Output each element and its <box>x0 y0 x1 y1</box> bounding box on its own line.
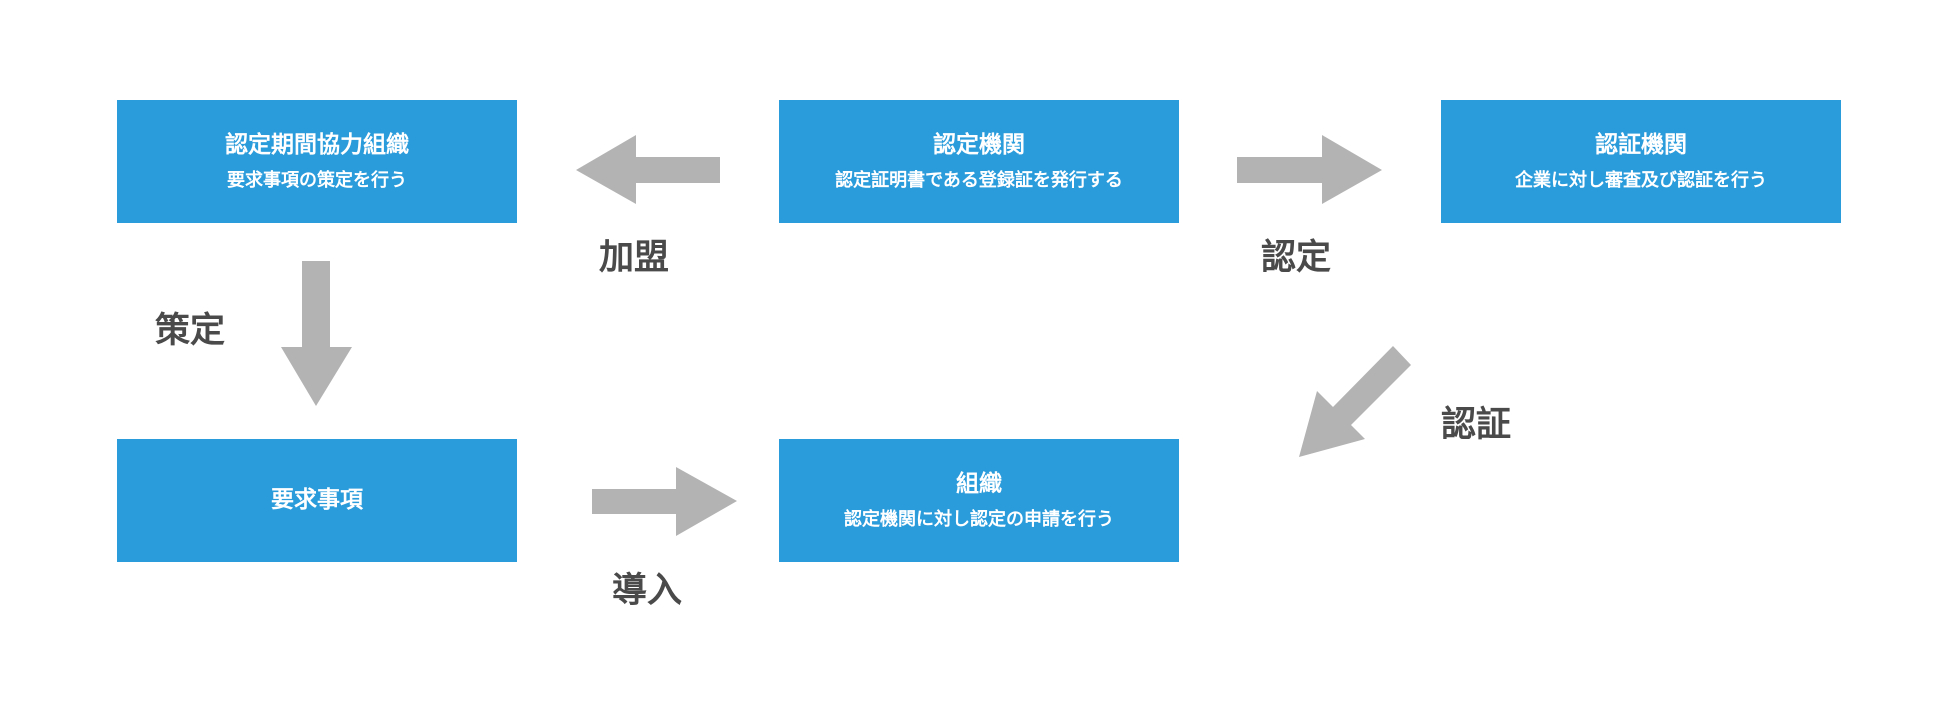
node-certification-body: 認証機関 企業に対し審査及び認証を行う <box>1441 100 1841 223</box>
arrow-formulation-down <box>281 261 352 406</box>
node-requirements-title: 要求事項 <box>271 487 363 514</box>
node-certification-body-subtitle: 企業に対し審査及び認証を行う <box>1515 169 1767 191</box>
edge-label-certification: 認証 <box>1441 405 1512 445</box>
node-requirements: 要求事項 <box>117 439 517 562</box>
node-organization: 組織 認定機関に対し認定の申請を行う <box>779 439 1179 562</box>
node-accreditation-body-title: 認定機関 <box>933 131 1025 158</box>
edge-label-formulation: 策定 <box>155 311 226 351</box>
node-organization-title: 組織 <box>956 470 1002 497</box>
node-cooperating-org: 認定期間協力組織 要求事項の策定を行う <box>117 100 517 223</box>
node-cooperating-org-subtitle: 要求事項の策定を行う <box>227 169 407 191</box>
arrow-accreditation-right <box>1237 135 1382 204</box>
node-cooperating-org-title: 認定期間協力組織 <box>225 131 409 158</box>
node-organization-subtitle: 認定機関に対し認定の申請を行う <box>844 508 1114 530</box>
edge-label-membership: 加盟 <box>599 238 670 278</box>
edge-label-adoption: 導入 <box>612 571 683 611</box>
edge-label-accreditation: 認定 <box>1261 238 1332 278</box>
arrow-adoption-right <box>592 467 737 536</box>
arrow-membership-left <box>576 135 720 204</box>
node-accreditation-body: 認定機関 認定証明書である登録証を発行する <box>779 100 1179 223</box>
arrow-certification-diagonal <box>1299 346 1411 457</box>
node-accreditation-body-subtitle: 認定証明書である登録証を発行する <box>835 169 1123 191</box>
node-certification-body-title: 認証機関 <box>1595 131 1687 158</box>
